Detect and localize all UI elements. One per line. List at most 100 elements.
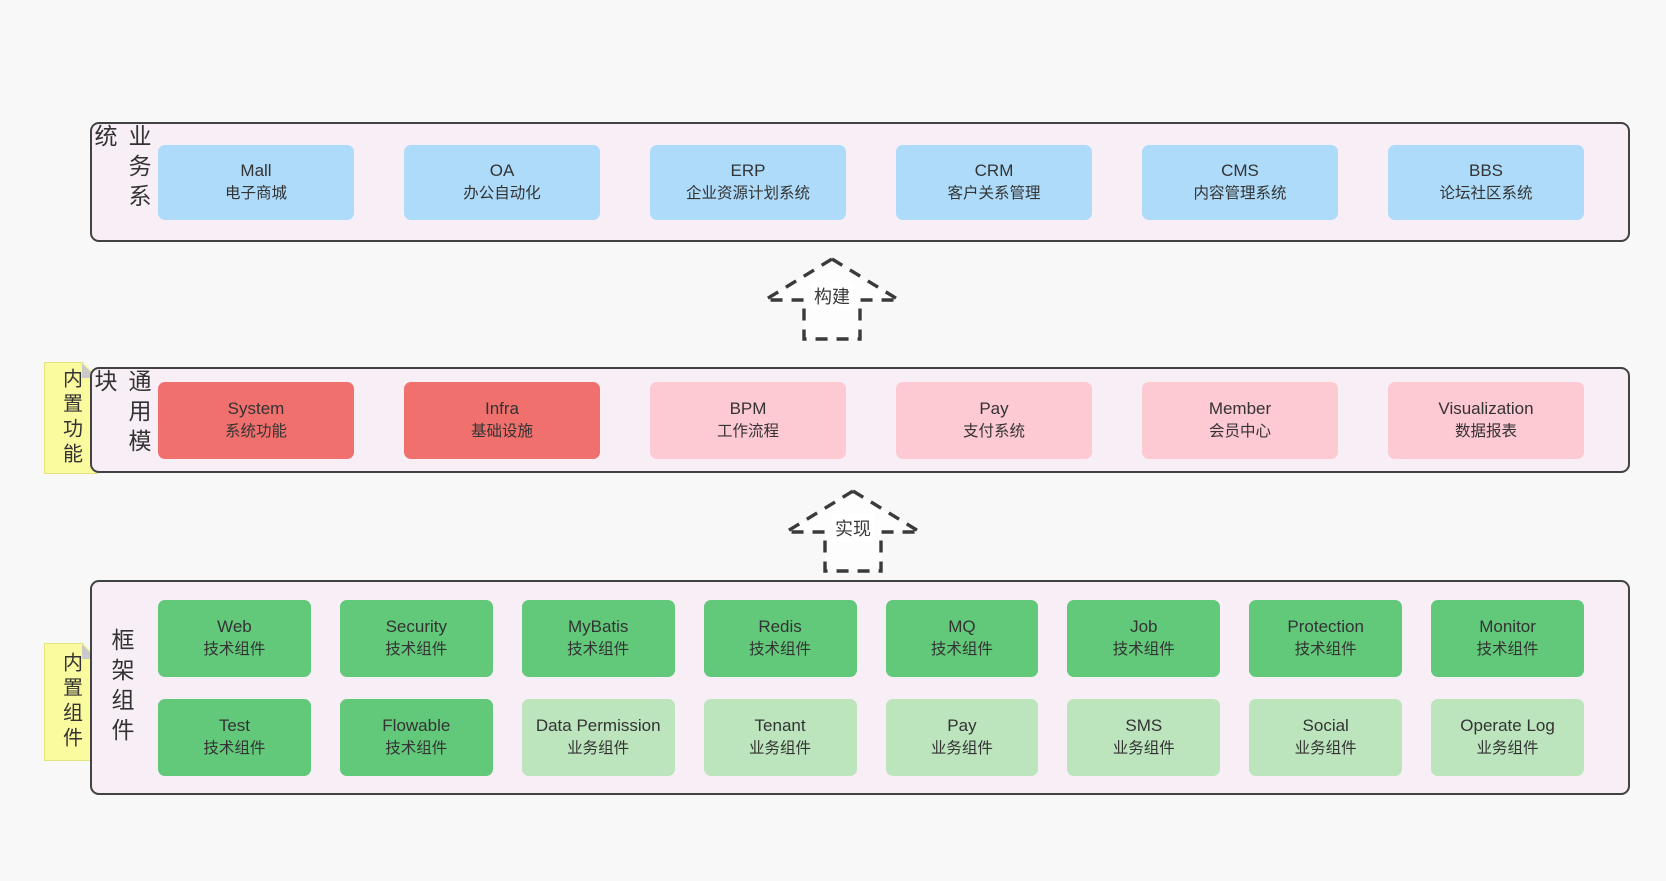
component-desc: 电子商城	[224, 185, 287, 203]
component-desc: 技术组件	[930, 641, 993, 659]
component-desc: 业务组件	[1112, 740, 1175, 758]
component-member: Member 会员中心	[1142, 381, 1338, 459]
component-monitor: Monitor 技术组件	[1431, 599, 1584, 677]
business-box-row: Mall 电子商城 OA 办公自动化 ERP 企业资源计划系统 CRM 客户关系管理 CMS 内容…	[158, 144, 1584, 220]
component-name: Redis	[758, 617, 802, 637]
component-cms: CMS 内容管理系统	[1142, 144, 1338, 220]
component-desc: 技术组件	[203, 641, 266, 659]
arrow-build-label: 构建	[811, 281, 853, 310]
component-web: Web 技术组件	[158, 599, 311, 677]
component-bbs: BBS 论坛社区系统	[1388, 144, 1584, 220]
component-mall: Mall 电子商城	[158, 144, 354, 220]
component-desc: 工作流程	[716, 423, 779, 441]
component-desc: 论坛社区系统	[1439, 185, 1533, 203]
component-name: BPM	[729, 399, 767, 419]
component-visualization: Visualization 数据报表	[1388, 381, 1584, 459]
component-name: Pay	[979, 399, 1009, 419]
component-flowable: Flowable 技术组件	[339, 698, 493, 776]
component-name: SMS	[1125, 716, 1163, 736]
component-name: Protection	[1287, 617, 1364, 637]
component-desc: 技术组件	[749, 641, 812, 659]
component-desc: 技术组件	[1476, 641, 1539, 659]
arrow-implement: 实现	[778, 488, 928, 574]
component-name: OA	[489, 161, 515, 181]
component-desc: 技术组件	[1112, 641, 1175, 659]
component-name: Job	[1130, 617, 1158, 637]
component-name: Operate Log	[1460, 716, 1555, 736]
component-desc: 系统功能	[224, 423, 287, 441]
layer-business-systems: 业务系统 Mall 电子商城 OA 办公自动化 ERP 企业资源计划系统 CRM 客户关系管理…	[90, 122, 1630, 242]
component-bpm: BPM 工作流程	[650, 381, 846, 459]
component-name: Monitor	[1479, 617, 1536, 637]
sticky-note-text: 内置功能	[59, 368, 82, 468]
component-pay: Pay 支付系统	[896, 381, 1092, 459]
component-mq: MQ 技术组件	[885, 599, 1039, 677]
component-test: Test 技术组件	[158, 698, 311, 776]
component-name: Test	[218, 716, 251, 736]
component-name: Visualization	[1438, 399, 1534, 419]
component-pay: Pay 业务组件	[885, 698, 1039, 776]
component-data-permission: Data Permission 业务组件	[521, 698, 675, 776]
sticky-note-built-in-components: 内置组件	[44, 643, 98, 761]
component-name: Infra	[484, 399, 520, 419]
component-sms: SMS 业务组件	[1067, 698, 1221, 776]
component-tenant: Tenant 业务组件	[703, 698, 857, 776]
component-name: Mall	[240, 161, 272, 181]
component-name: Tenant	[754, 716, 806, 736]
component-redis: Redis 技术组件	[703, 599, 857, 677]
component-desc: 企业资源计划系统	[685, 185, 810, 203]
layer-common-label: 通用模块	[91, 369, 151, 459]
component-desc: 客户关系管理	[947, 185, 1041, 203]
component-desc: 业务组件	[930, 740, 993, 758]
component-name: Member	[1208, 399, 1272, 419]
component-name: Web	[217, 617, 252, 637]
component-desc: 办公自动化	[463, 185, 541, 203]
component-name: System	[227, 399, 285, 419]
component-name: CMS	[1221, 161, 1259, 181]
component-social: Social 业务组件	[1249, 698, 1403, 776]
component-desc: 技术组件	[385, 740, 448, 758]
component-operate-log: Operate Log 业务组件	[1431, 698, 1584, 776]
component-name: MQ	[948, 617, 976, 637]
component-name: ERP	[730, 161, 766, 181]
component-system: System 系统功能	[158, 381, 354, 459]
layer-framework-label: 框架组件	[108, 627, 134, 748]
component-erp: ERP 企业资源计划系统	[650, 144, 846, 220]
component-desc: 业务组件	[749, 740, 812, 758]
component-name: MyBatis	[567, 617, 629, 637]
component-desc: 技术组件	[1294, 641, 1357, 659]
component-desc: 业务组件	[1294, 740, 1357, 758]
arrow-implement-label: 实现	[832, 513, 874, 542]
component-desc: 支付系统	[962, 423, 1025, 441]
component-desc: 内容管理系统	[1193, 185, 1287, 203]
layer-business-label: 业务系统	[91, 124, 151, 214]
component-name: BBS	[1468, 161, 1504, 181]
component-name: Security	[385, 617, 448, 637]
component-name: Social	[1302, 716, 1349, 736]
component-desc: 会员中心	[1208, 423, 1271, 441]
component-protection: Protection 技术组件	[1249, 599, 1403, 677]
component-desc: 数据报表	[1454, 423, 1517, 441]
component-name: CRM	[974, 161, 1014, 181]
component-desc: 技术组件	[203, 740, 266, 758]
component-desc: 业务组件	[567, 740, 630, 758]
component-name: Data Permission	[535, 716, 661, 736]
component-oa: OA 办公自动化	[404, 144, 600, 220]
component-job: Job 技术组件	[1067, 599, 1221, 677]
arrow-build: 构建	[757, 256, 907, 342]
sticky-note-text: 内置组件	[59, 652, 82, 752]
component-desc: 业务组件	[1476, 740, 1539, 758]
component-desc: 技术组件	[567, 641, 630, 659]
component-crm: CRM 客户关系管理	[896, 144, 1092, 220]
component-mybatis: MyBatis 技术组件	[521, 599, 675, 677]
component-name: Pay	[947, 716, 977, 736]
component-name: Flowable	[382, 716, 451, 736]
